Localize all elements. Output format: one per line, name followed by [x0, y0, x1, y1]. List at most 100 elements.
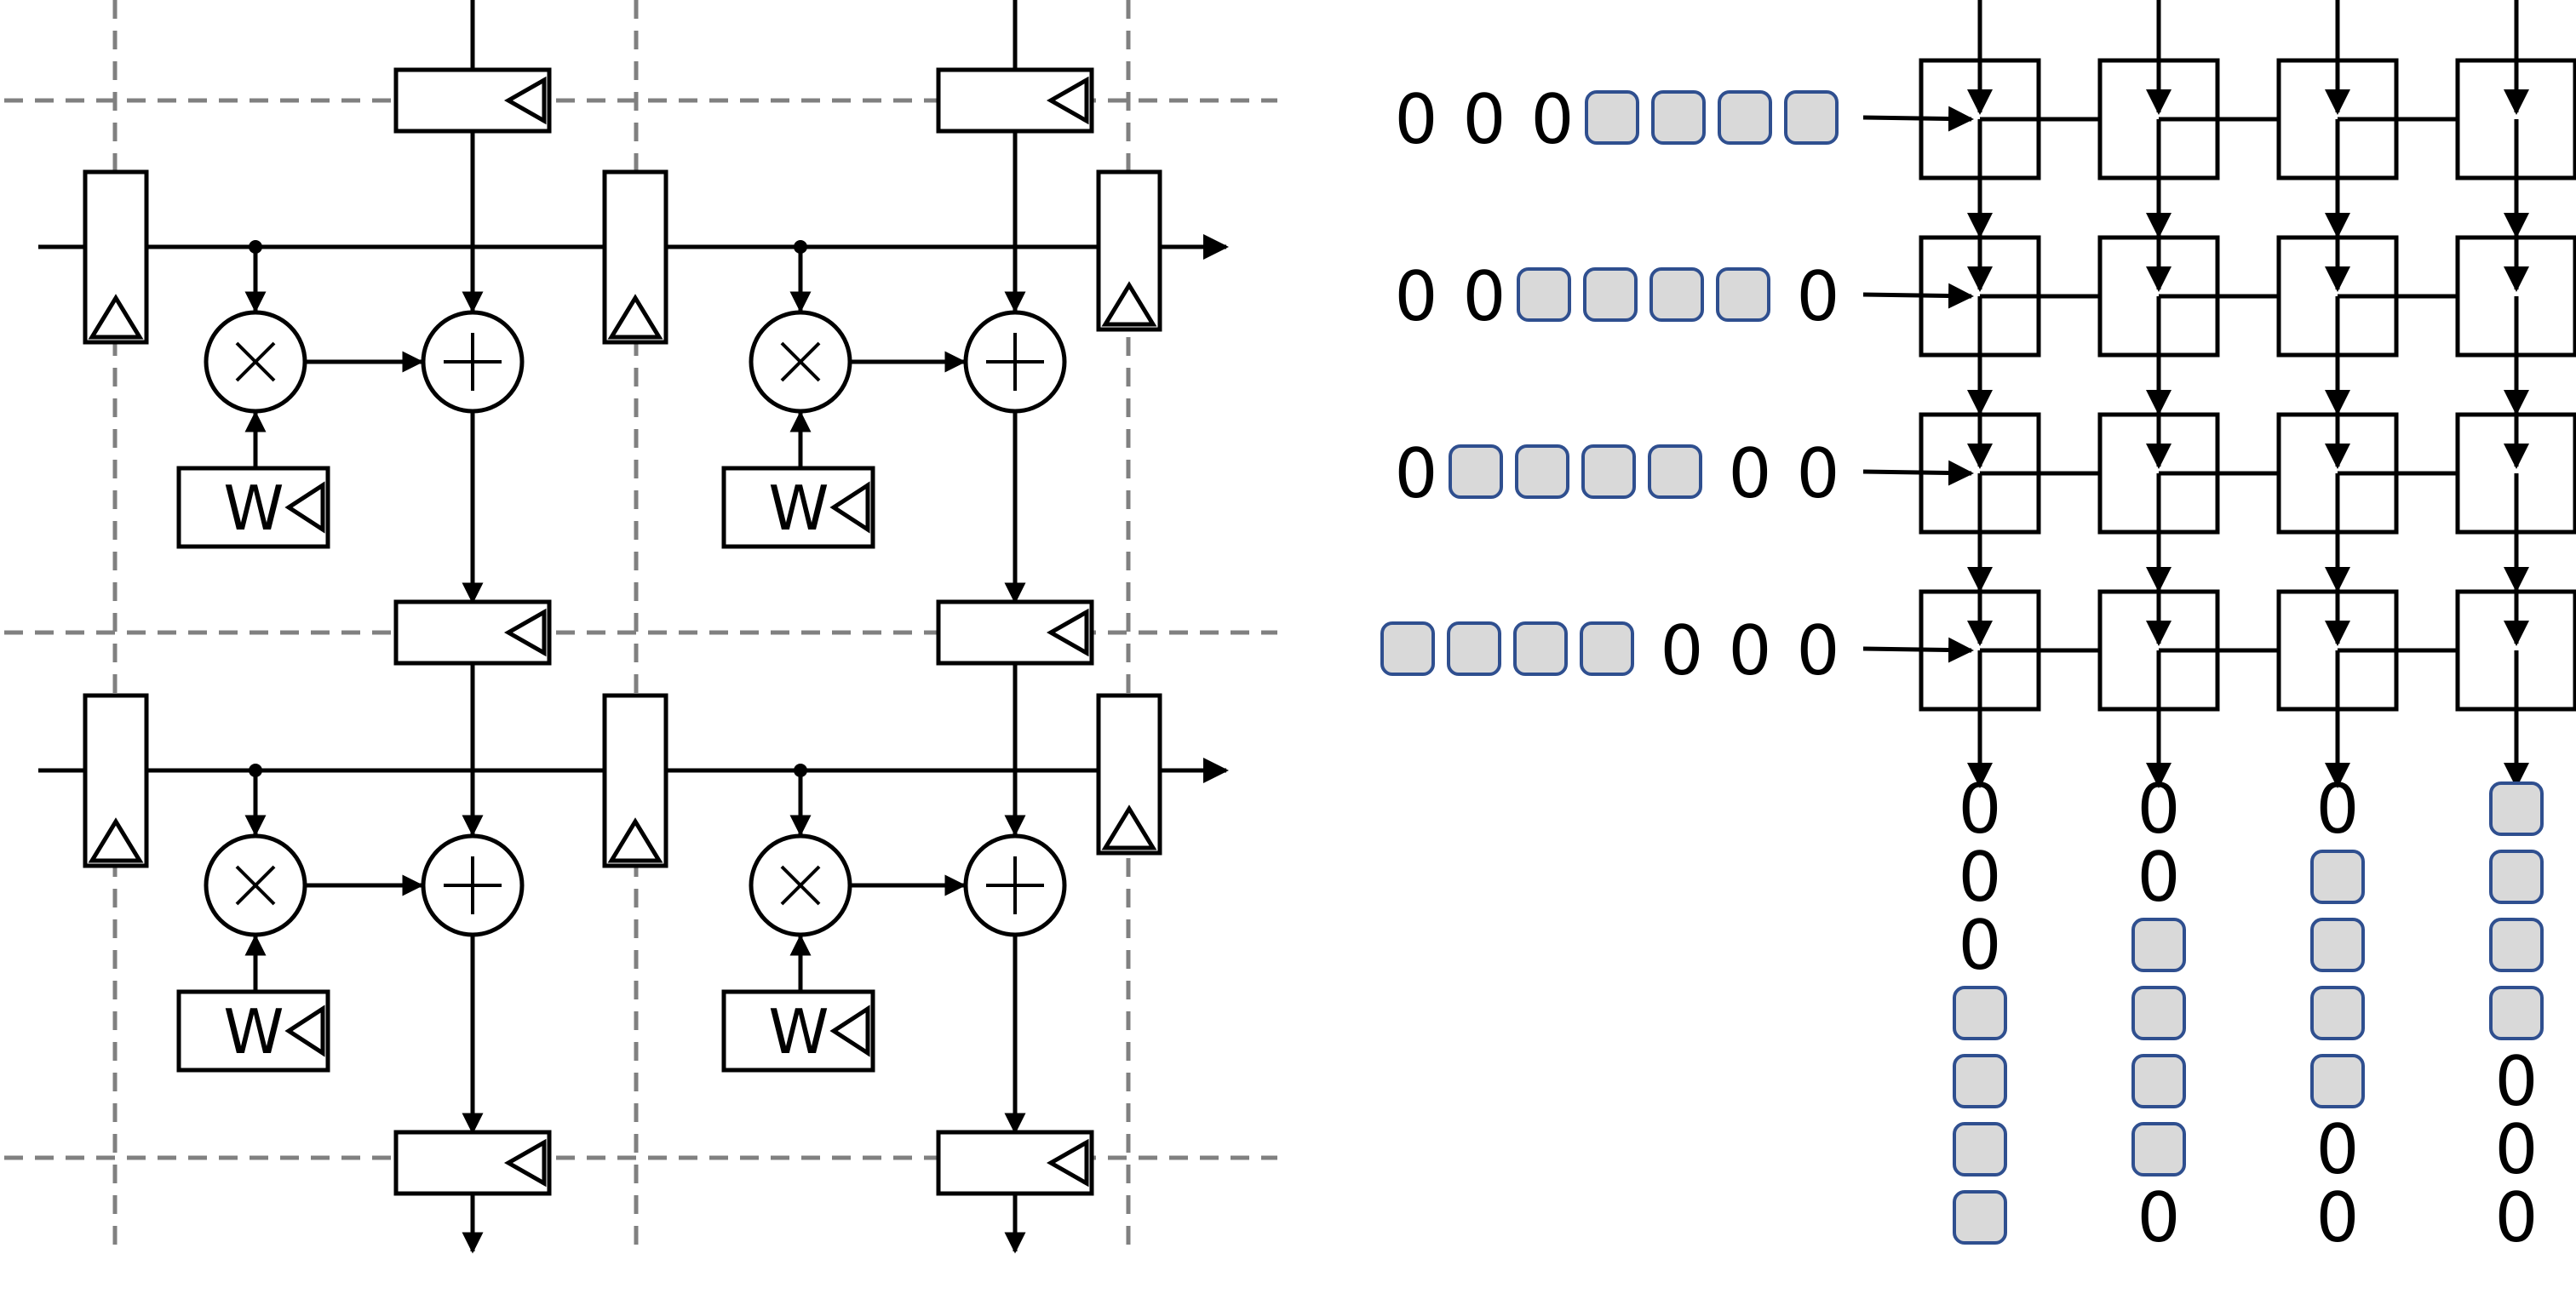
zero-padding-label: 0 [1463, 257, 1506, 336]
weight-register: W [176, 466, 330, 549]
data-token [2310, 986, 2365, 1040]
processing-element: W [176, 599, 552, 1135]
zero-padding-label: 0 [1729, 434, 1772, 513]
data-token [2489, 781, 2544, 836]
data-token [1581, 444, 1636, 499]
processing-element: W [721, 67, 1094, 604]
data-token [2131, 986, 2186, 1040]
row-input-wire [1862, 283, 1974, 309]
data-token [1513, 621, 1568, 676]
row-input-wire [1862, 637, 1974, 663]
multiplier [749, 310, 852, 414]
array-row: 000 [1395, 412, 2576, 593]
input-stream: 000 [1380, 611, 1840, 690]
row-input-wire [1862, 106, 1974, 132]
clock-triangle-icon [1046, 76, 1089, 125]
multiplier [749, 833, 852, 937]
adder [963, 310, 1067, 414]
data-token [2310, 1054, 2365, 1108]
zero-padding-label: 0 [2495, 1110, 2539, 1189]
input-stream: 000 [1395, 80, 1839, 159]
times-stroke [235, 341, 276, 382]
output-stream: 000 [2489, 781, 2544, 1257]
zero-padding-label: 0 [1395, 257, 1438, 336]
data-token [1716, 267, 1770, 322]
data-token [2131, 1054, 2186, 1108]
zero-padding-label: 0 [2495, 1178, 2539, 1257]
data-token [2310, 850, 2365, 904]
input-stream: 000 [1395, 257, 1840, 336]
input-stream: 000 [1395, 434, 1840, 513]
data-token [1718, 90, 1772, 145]
data-token [1583, 267, 1638, 322]
clock-triangle-icon [503, 608, 547, 657]
data-token [1953, 1190, 2007, 1245]
clock-triangle-icon [607, 294, 663, 340]
multiplier [204, 310, 307, 414]
data-token [2489, 918, 2544, 972]
register-box [721, 466, 875, 549]
pe-cell [2455, 589, 2576, 788]
data-token [1380, 621, 1435, 676]
vertical-register [393, 599, 552, 666]
zero-padding-label: 0 [1531, 80, 1575, 159]
pe-cell [2455, 412, 2576, 593]
output-stream: 000 [2310, 770, 2365, 1257]
clock-triangle-icon [284, 481, 325, 534]
processing-element: W [176, 67, 552, 604]
plus-icon [444, 856, 502, 914]
horizontal-register [1096, 693, 1162, 856]
horizontal-register [602, 169, 668, 345]
clock-triangle-icon [1101, 804, 1157, 850]
clock-triangle-icon [829, 481, 870, 534]
horizontal-register [83, 693, 149, 868]
zero-padding-label: 0 [1959, 770, 2002, 849]
weight-label: W [223, 472, 284, 544]
processing-element: W [721, 599, 1094, 1135]
pe-cell [2455, 235, 2576, 415]
data-token [2489, 850, 2544, 904]
zero-padding-label: 0 [2495, 1042, 2539, 1121]
vertical-register [936, 599, 1094, 666]
clock-triangle-icon [88, 294, 144, 340]
data-token [1648, 444, 1702, 499]
pe-cell [2276, 58, 2510, 238]
weight-label: W [223, 996, 284, 1068]
systolic-cell-detail: W W W W [4, 0, 1277, 1254]
weight-register: W [721, 989, 875, 1073]
zero-padding-label: 0 [2316, 1110, 2360, 1189]
data-token [2131, 918, 2186, 972]
data-token [1449, 444, 1503, 499]
plus-icon [444, 333, 502, 391]
array-row: 000 [1395, 235, 2576, 415]
times-icon [235, 341, 276, 382]
zero-padding-label: 0 [1797, 434, 1840, 513]
adder [421, 310, 525, 414]
adder [421, 833, 525, 937]
plus-icon [986, 856, 1044, 914]
horizontal-register [1096, 169, 1162, 332]
times-icon [235, 865, 276, 906]
output-stream: 000 [2131, 770, 2186, 1257]
zero-padding-label: 0 [1959, 838, 2002, 917]
zero-padding-label: 0 [1797, 257, 1840, 336]
times-stroke [780, 341, 821, 382]
zero-padding-label: 0 [1729, 611, 1772, 690]
row-input-wire [1862, 460, 1974, 486]
data-token [1953, 986, 2007, 1040]
weight-label: W [768, 472, 829, 544]
data-token [1447, 621, 1501, 676]
zero-padding-label: 0 [1395, 80, 1438, 159]
weight-label: W [768, 996, 829, 1068]
times-icon [780, 865, 821, 906]
data-token [1585, 90, 1639, 145]
data-token [1784, 90, 1839, 145]
data-token [1580, 621, 1634, 676]
times-stroke [235, 865, 276, 906]
zero-padding-label: 0 [1661, 611, 1704, 690]
data-token [2131, 1122, 2186, 1176]
zero-padding-label: 0 [1797, 611, 1840, 690]
pe-cell [2097, 235, 2332, 415]
